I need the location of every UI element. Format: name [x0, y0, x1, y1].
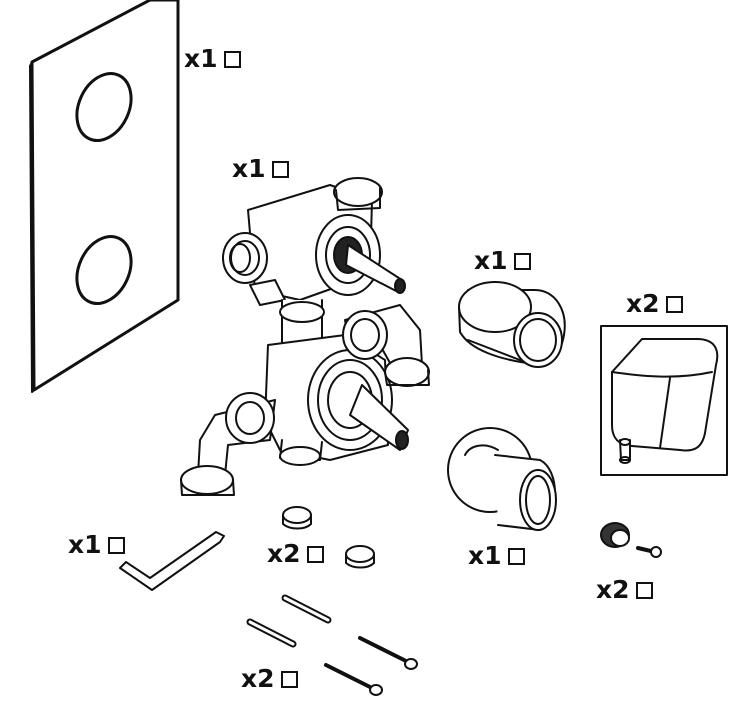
qty-text-faceplate: x1 [184, 44, 218, 73]
qty-text-allen-key: x1 [68, 530, 102, 559]
qty-label-wall-plugs-screws: x2 [241, 666, 298, 691]
qty-label-shroud: x1 [474, 248, 531, 273]
qty-text-valve-body: x1 [232, 154, 266, 183]
checkbox-valve-body[interactable] [271, 161, 289, 178]
wall-plugs-screws-drawing [246, 594, 418, 696]
spline-adaptor-drawing [600, 522, 662, 558]
checkbox-handle[interactable] [665, 296, 683, 313]
handle-drawing [600, 325, 728, 476]
qty-text-cover-caps: x2 [267, 539, 301, 568]
checkbox-cover-caps[interactable] [306, 546, 324, 563]
qty-text-spline-adaptor: x2 [596, 575, 630, 604]
qty-label-allen-key: x1 [68, 532, 125, 557]
allen-key-drawing [119, 531, 225, 591]
checkbox-shroud-flange[interactable] [507, 548, 525, 565]
valve-body-drawing [180, 177, 430, 496]
qty-text-shroud-flange: x1 [468, 541, 502, 570]
checkbox-wall-plugs-screws[interactable] [280, 671, 298, 688]
cover-caps-drawing [282, 506, 375, 569]
qty-text-wall-plugs-screws: x2 [241, 664, 275, 693]
qty-label-spline-adaptor: x2 [596, 577, 653, 602]
qty-label-faceplate: x1 [184, 46, 241, 71]
shroud-flange-drawing [447, 427, 557, 531]
faceplate-drawing [29, 0, 180, 393]
qty-label-shroud-flange: x1 [468, 543, 525, 568]
checkbox-spline-adaptor[interactable] [635, 582, 653, 599]
shroud-drawing [458, 281, 566, 368]
qty-text-shroud: x1 [474, 246, 508, 275]
qty-label-valve-body: x1 [232, 156, 289, 181]
qty-text-handle: x2 [626, 289, 660, 318]
checkbox-allen-key[interactable] [107, 537, 125, 554]
checkbox-shroud[interactable] [513, 253, 531, 270]
qty-label-cover-caps: x2 [267, 541, 324, 566]
checkbox-faceplate[interactable] [223, 51, 241, 68]
qty-label-handle: x2 [626, 291, 683, 316]
